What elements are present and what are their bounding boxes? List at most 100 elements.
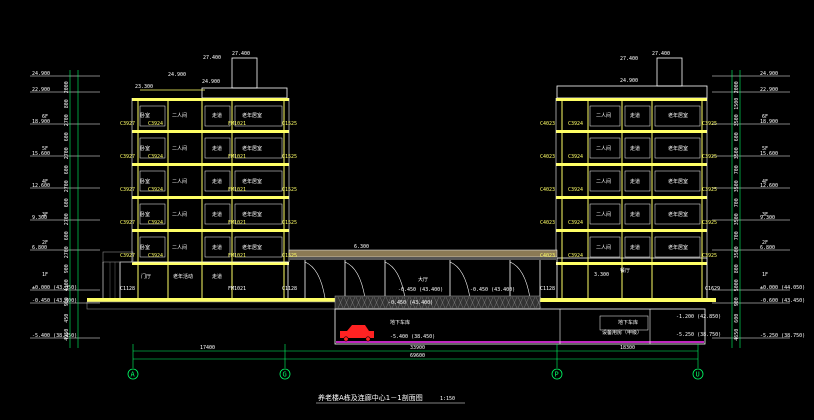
hatch-line [457, 296, 464, 309]
right-slab [556, 229, 707, 232]
left-door-code: C1525 [282, 187, 297, 193]
left-floor-label: 3F [42, 212, 48, 218]
left-level-value: 18.900 [32, 119, 50, 125]
right-mid-mark: -1.200 (42.850) [676, 314, 721, 320]
right-dimension-value: 600 [734, 314, 740, 323]
left-room-label: 二人间 [172, 178, 187, 185]
right-room-label: 老年居室 [668, 211, 688, 218]
basement [334, 308, 706, 345]
gf-right-window-2: C1629 [705, 286, 720, 292]
corridor-floor-c: -0.450 (43.400) [388, 300, 433, 306]
right-floor-label: 2F [762, 240, 768, 246]
left-dimension-value: 600 [64, 198, 70, 207]
right-door-code: C4023 [540, 253, 555, 259]
left-room-label: 卧室 [140, 244, 150, 251]
left-door-code: C3927 [120, 121, 135, 127]
left-room-label: 二人间 [172, 244, 187, 251]
left-door-code: FM1021 [228, 121, 246, 127]
right-window [654, 137, 701, 159]
left-window [204, 170, 231, 192]
left-eave-mark: 23.300 [135, 84, 153, 90]
left-room-label: 走道 [212, 211, 222, 218]
hatch-line [367, 296, 374, 309]
right-dimension-value: 5000 [734, 279, 740, 291]
right-room-label: 走道 [630, 178, 640, 185]
left-window [234, 105, 283, 127]
hatch-line [463, 296, 470, 309]
right-level-value: 6.800 [760, 245, 775, 251]
left-floor-slabs [132, 98, 289, 265]
hatch-line [439, 296, 446, 309]
right-slab [556, 130, 707, 133]
right-room-label: 老年居室 [668, 145, 688, 152]
left-room-label: 老年居室 [242, 178, 262, 185]
right-level-markers: 24.90022.90018.90015.60012.6009.3006.800… [712, 71, 805, 339]
left-door-code: C3927 [120, 220, 135, 226]
hatch-line [379, 296, 386, 309]
right-low-mark: -5.250 (38.750) [676, 332, 721, 338]
right-dimension-value: 700 [734, 231, 740, 240]
right-dimension-value: 1500 [734, 98, 740, 110]
left-door-code: FM1021 [228, 187, 246, 193]
left-parapet-mark: 24.900 [168, 72, 186, 78]
section-labels: 6.300 大厅 -0.450 (43.400) -0.450 (43.400)… [120, 244, 721, 340]
corridor-hall-label: 大厅 [418, 276, 428, 283]
car-icon [340, 325, 374, 342]
hatch-line [403, 296, 410, 309]
right-room-label: 老年居室 [668, 112, 688, 119]
left-dimension-value: 4100 [64, 279, 70, 291]
right-floor-label: 4F [762, 179, 768, 185]
right-door-code: C3924 [568, 154, 583, 160]
hatch-line [427, 296, 434, 309]
roof-level-marks: 27.400 27.400 24.900 23.300 24.900 27.40… [135, 51, 670, 90]
left-window [139, 170, 166, 192]
right-window [654, 236, 701, 258]
right-room-label: 走道 [630, 211, 640, 218]
left-door-code: C3924 [148, 154, 163, 160]
hatch-line [415, 296, 422, 309]
span-g-p: 33900 [410, 345, 425, 351]
span-total: 69600 [410, 353, 425, 359]
gf-left-door: FM1021 [228, 286, 246, 292]
left-dimension-value: 2700 [64, 213, 70, 225]
left-level-markers: 24.90022.90018.90015.60012.6009.3006.800… [30, 71, 100, 339]
left-door-code: FM1021 [228, 253, 246, 259]
left-level-value: 15.600 [32, 151, 50, 157]
right-window [654, 170, 701, 192]
hatch-line [421, 296, 428, 309]
right-door-code: C4023 [540, 187, 555, 193]
right-dimension-value: 3500 [734, 213, 740, 225]
axis-a-label: A [131, 371, 136, 379]
right-level-value: 12.600 [760, 183, 778, 189]
left-roof-mark: 27.400 [203, 55, 221, 61]
left-window [139, 137, 166, 159]
right-level-value: ±0.000 (44.050) [760, 285, 805, 291]
left-door-code: C3924 [148, 121, 163, 127]
left-room-label: 卧室 [140, 178, 150, 185]
left-room-label: 走道 [212, 145, 222, 152]
left-level-value: 9.300 [32, 215, 47, 221]
hatch-line [493, 296, 500, 309]
left-dimension-value: 450 [64, 314, 70, 323]
corridor-top-mark: 6.300 [354, 244, 369, 250]
right-room-label: 二人间 [596, 145, 611, 152]
right-dimension-value: 3500 [734, 114, 740, 126]
gf-left-window-2: C1128 [120, 286, 135, 292]
right-dimension-value: 600 [734, 132, 740, 141]
left-window [234, 203, 283, 225]
left-door-code: C1525 [282, 220, 297, 226]
left-slab [132, 130, 289, 133]
left-door-code: FM1021 [228, 220, 246, 226]
axis-p-label: P [555, 371, 559, 379]
gf-left-room-3: 走道 [212, 273, 222, 280]
left-slab [132, 163, 289, 166]
left-floor-label: 6F [42, 114, 48, 120]
span-p-u: 18300 [620, 345, 635, 351]
right-slab [556, 98, 707, 101]
gf-right-room-1: 餐厅 [620, 267, 630, 274]
left-dimension-value: 800 [64, 99, 70, 108]
right-level-value: -0.600 (43.450) [760, 298, 805, 304]
right-ground-mark: 3.300 [594, 272, 609, 278]
left-roof-mark-3: 24.900 [202, 79, 220, 85]
